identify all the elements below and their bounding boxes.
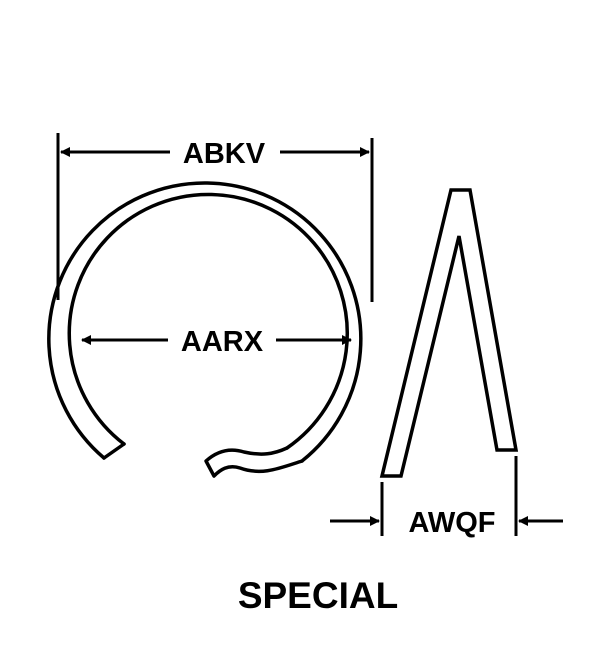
inner-diameter-label: AARX [181, 326, 264, 358]
dimension-thickness: AWQF [330, 456, 563, 539]
side-view-outline [379, 188, 519, 478]
ring-front-view [47, 181, 363, 478]
ring-outer-edge [47, 181, 363, 463]
ring-side-view [379, 188, 519, 478]
dimension-inner-diameter: AARX [81, 326, 352, 358]
caption: SPECIAL [238, 575, 398, 616]
ring-left-end-cap [102, 442, 126, 460]
outer-diameter-label: ABKV [183, 138, 266, 170]
dimension-outer-diameter: ABKV [56, 133, 374, 302]
ring-right-end-wavy [204, 446, 304, 478]
thickness-label: AWQF [409, 507, 496, 539]
ring-inner-edge [67, 192, 350, 450]
